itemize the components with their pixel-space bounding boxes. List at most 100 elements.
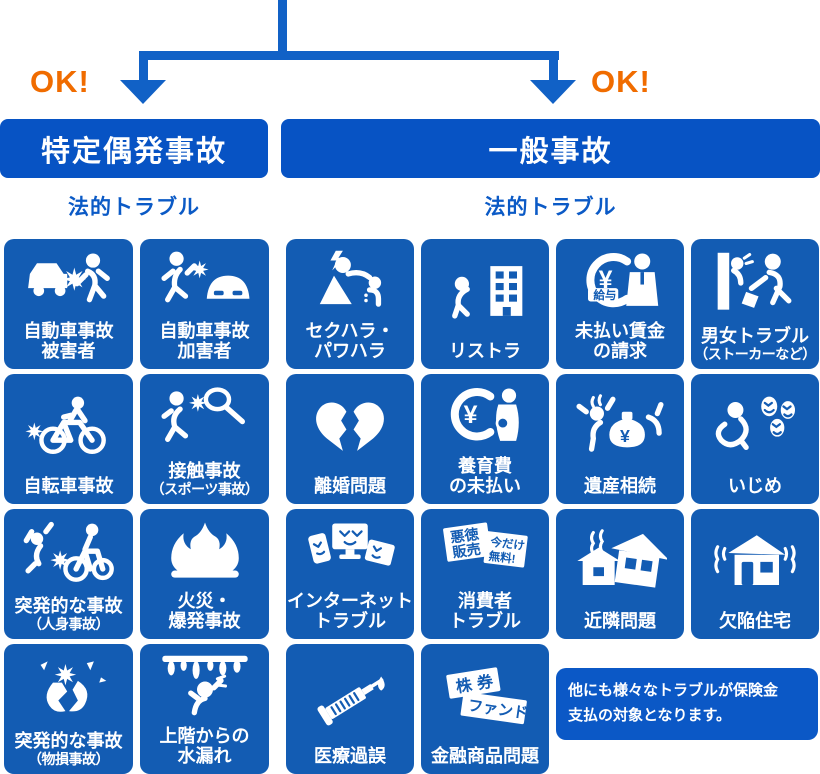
- tile-label-line: トラブル: [449, 611, 521, 632]
- tile-label-line: トラブル: [314, 611, 386, 632]
- tile-label-line: 欠陥住宅: [719, 611, 791, 632]
- tile-icon-area: [140, 509, 269, 592]
- layoff-icon: [452, 265, 523, 319]
- tile-icon-area: 株券ファンド: [421, 644, 549, 747]
- tile-label-line: 水漏れ: [177, 746, 232, 767]
- tile-child-support: ¥ 養育費の未払い: [421, 374, 549, 504]
- tile-label-line: セクハラ・: [305, 321, 395, 342]
- tile-label: セクハラ・パワハラ: [286, 322, 414, 369]
- tile-water-leak: 上階からの水漏れ: [140, 644, 269, 774]
- tile-broken-object: 突発的な事故（物損事故）: [4, 644, 133, 774]
- svg-text:給与: 給与: [593, 287, 616, 301]
- tile-label: 火災・爆発事故: [140, 592, 269, 639]
- tile-icon-area: [4, 239, 133, 322]
- tile-label: 消費者トラブル: [421, 592, 549, 639]
- defective-house-icon: [714, 534, 796, 585]
- flow-line-left-branch: [139, 51, 148, 82]
- tile-icon-area: [4, 644, 133, 732]
- tile-label-line: 自転車事故: [23, 476, 114, 497]
- tile-label-line: インターネット: [287, 591, 413, 612]
- tile-icon-area: [421, 239, 549, 342]
- tile-harassment: セクハラ・パワハラ: [286, 239, 414, 369]
- tile-label: 離婚問題: [286, 476, 414, 504]
- tile-label: 養育費の未払い: [421, 457, 549, 504]
- tile-label: 突発的な事故（人身事故）: [4, 595, 133, 639]
- header-general-accidents: 一般事故: [281, 119, 820, 178]
- svg-text:¥: ¥: [464, 401, 478, 429]
- tile-label-line: 爆発事故: [168, 611, 241, 632]
- left-tile-grid: 自動車事故被害者自動車事故加害者自転車事故接触事故（スポーツ事故）突発的な事故（…: [4, 239, 269, 774]
- sports-contact-icon: [160, 387, 245, 442]
- tile-icon-area: [140, 374, 269, 462]
- tile-label: いじめ: [691, 476, 819, 504]
- flow-line-horizontal: [139, 51, 559, 60]
- flow-line-trunk: [278, 0, 287, 60]
- internet-trouble-icon: [308, 523, 395, 566]
- tile-label: 近隣問題: [556, 611, 684, 639]
- tile-icon-area: ¥: [556, 374, 684, 477]
- tile-label-line: （物損事故）: [28, 750, 110, 767]
- note-line-1: 他にも様々なトラブルが保険金: [568, 682, 779, 700]
- tile-defective-house: 欠陥住宅: [691, 509, 819, 639]
- tile-label-line: 男女トラブル: [701, 325, 809, 346]
- fire-icon: [170, 522, 239, 578]
- medical-error-icon: [317, 676, 385, 725]
- tile-icon-area: [286, 374, 414, 477]
- down-arrow-right-icon: [530, 80, 576, 104]
- tile-label-line: 金融商品問題: [431, 746, 539, 767]
- bullying-icon: [715, 396, 795, 450]
- tile-icon-area: [4, 374, 133, 477]
- tile-icon-area: [691, 374, 819, 477]
- broken-object-icon: [40, 661, 106, 712]
- tile-neighbor-trouble: 近隣問題: [556, 509, 684, 639]
- stalker-icon: [717, 252, 792, 310]
- bicycle-hit-icon: [23, 521, 114, 582]
- svg-text:今だけ: 今だけ: [489, 534, 526, 552]
- tile-icon-area: [140, 644, 269, 727]
- subheader-legal-trouble-left: 法的トラブル: [68, 196, 200, 219]
- tile-icon-area: [286, 509, 414, 592]
- tile-label: 医療過誤: [286, 746, 414, 774]
- tile-label-line: （スポーツ事故）: [150, 480, 259, 497]
- tile-icon-area: [140, 239, 269, 322]
- tile-label: 未払い賃金の請求: [556, 322, 684, 369]
- tile-consumer-trouble: 悪徳販売今だけ無料!消費者トラブル: [421, 509, 549, 639]
- tile-label-line: 突発的な事故: [14, 730, 123, 751]
- tile-label: 接触事故（スポーツ事故）: [140, 460, 269, 504]
- tile-label: 遺産相続: [556, 476, 684, 504]
- tile-layoff: リストラ: [421, 239, 549, 369]
- bicycle-accident-icon: [24, 396, 106, 454]
- tile-label-line: いじめ: [728, 476, 782, 497]
- tile-label-line: 消費者: [458, 591, 512, 612]
- tile-stalker: 男女トラブル（ストーカーなど）: [691, 239, 819, 369]
- header-specified-accidents: 特定偶発事故: [0, 119, 268, 178]
- neighbor-trouble-icon: [577, 528, 667, 588]
- tile-label-line: （人身事故）: [28, 615, 110, 632]
- tile-icon-area: [691, 239, 819, 327]
- tile-bicycle-hit: 突発的な事故（人身事故）: [4, 509, 133, 639]
- ok-label-right: OK!: [591, 64, 651, 99]
- tile-icon-area: [286, 644, 414, 747]
- svg-text:¥: ¥: [599, 266, 613, 294]
- svg-text:販売: 販売: [451, 539, 482, 561]
- tile-label: 突発的な事故（物損事故）: [4, 730, 133, 774]
- tile-label-line: 上階からの: [159, 726, 250, 747]
- tile-label: 自転車事故: [4, 476, 133, 504]
- tile-label-line: の請求: [593, 341, 647, 362]
- tile-label-line: 被害者: [41, 341, 96, 362]
- tile-label-line: の未払い: [449, 476, 521, 497]
- tile-label: 上階からの水漏れ: [140, 727, 269, 774]
- tile-internet-trouble: インターネットトラブル: [286, 509, 414, 639]
- down-arrow-left-icon: [120, 80, 166, 104]
- tile-label-line: 接触事故: [168, 460, 241, 481]
- child-support-icon: ¥: [450, 387, 519, 441]
- tile-label-line: リストラ: [449, 341, 521, 362]
- tile-label-line: 突発的な事故: [14, 595, 123, 616]
- tile-icon-area: [4, 509, 133, 597]
- tile-icon-area: 悪徳販売今だけ無料!: [421, 509, 549, 592]
- tile-label-line: 自動車事故: [23, 321, 114, 342]
- subheader-legal-trouble-right: 法的トラブル: [484, 196, 617, 219]
- svg-text:無料!: 無料!: [488, 549, 516, 566]
